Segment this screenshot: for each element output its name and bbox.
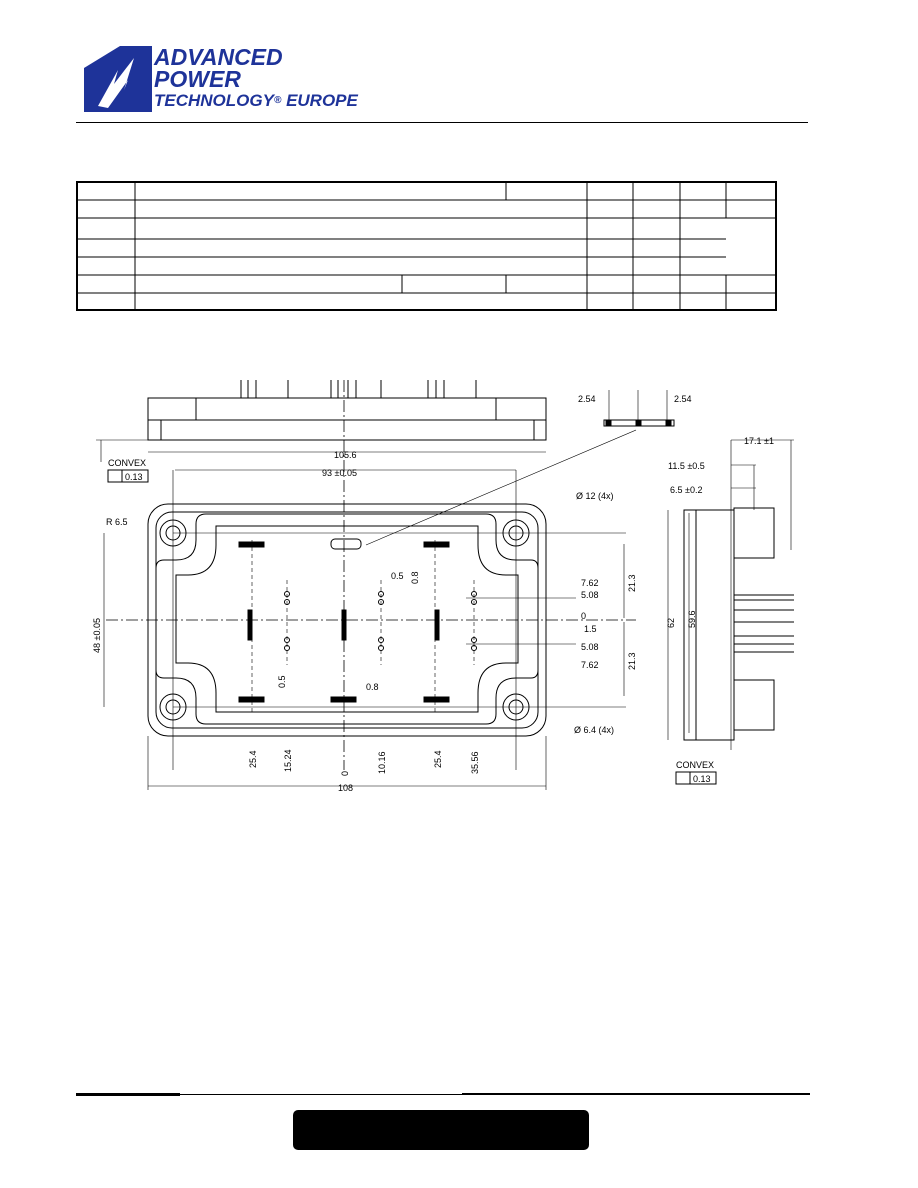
brand-line-1: ADVANCED [154, 44, 283, 70]
spec-table [76, 181, 777, 311]
dim-108: 108 [338, 783, 353, 793]
dim-59-6: 59.6 [687, 610, 697, 628]
brand-line-3: TECHNOLOGY [154, 91, 274, 110]
dim-y-1-5: 1.5 [584, 624, 597, 634]
dim-21-3-top: 21.3 [627, 574, 637, 592]
convex-label: CONVEX [108, 458, 146, 468]
dim-x-35-56: 35.56 [470, 751, 480, 774]
footer-rule-accent-left [76, 1093, 180, 1096]
dim-62: 62 [666, 618, 676, 628]
brand-line-2: POWER [154, 66, 241, 92]
pin-0-5-top: 0.5 [391, 571, 404, 581]
pin-0-8-bottom: 0.8 [366, 682, 379, 692]
dim-y-0: 0 [581, 611, 586, 621]
company-name: ADVANCED POWER TECHNOLOGY® EUROPE [154, 46, 358, 112]
dim-radius: R 6.5 [106, 517, 128, 527]
convex-label-2: CONVEX [676, 760, 714, 770]
dim-y-5-08-bottom: 5.08 [581, 642, 599, 652]
dim-21-3-bottom: 21.3 [627, 652, 637, 670]
lightning-logo-icon [84, 46, 152, 112]
dim-48: 48 ±0.05 [92, 618, 102, 653]
dim-y-7-62-bottom: 7.62 [581, 660, 599, 670]
dim-11-5: 11.5 ±0.5 [668, 461, 705, 471]
dim-105-6: 105.6 [334, 450, 357, 460]
pin-0-8-top: 0.8 [410, 571, 420, 584]
dim-hole-6-4: Ø 6.4 (4x) [574, 725, 614, 735]
header-rule [76, 122, 808, 123]
dim-pitch-b: 2.54 [674, 394, 692, 404]
dim-x-15-24: 15.24 [283, 749, 293, 772]
dim-x-10-16: 10.16 [377, 751, 387, 774]
dim-6-5: 6.5 ±0.2 [670, 485, 702, 495]
dim-pitch-a: 2.54 [578, 394, 596, 404]
registered-mark: ® [273, 95, 282, 106]
dim-x-0: 0 [340, 771, 350, 776]
dim-x-25-4-left: 25.4 [248, 750, 258, 768]
flatness-value-2: 0.13 [693, 774, 711, 784]
company-logo [84, 46, 152, 117]
footer-rule-accent-right [462, 1093, 810, 1095]
footer-rule [76, 1094, 810, 1095]
dim-93: 93 ±0.05 [322, 468, 357, 478]
pin-0-5-bottom: 0.5 [277, 675, 287, 688]
dim-y-5-08-top: 5.08 [581, 590, 599, 600]
brand-line-3b: EUROPE [286, 91, 358, 110]
dim-y-7-62-top: 7.62 [581, 578, 599, 588]
dim-x-25-4-right: 25.4 [433, 750, 443, 768]
dim-17-1: 17.1 ±1 [744, 436, 774, 446]
dim-hole-12: Ø 12 (4x) [576, 491, 614, 501]
flatness-value: 0.13 [125, 472, 143, 482]
footer-banner [293, 1110, 589, 1150]
package-outline-drawing: 105.6 93 ±0.05 108 48 ±0.05 62 59.6 R 6.… [76, 370, 796, 805]
